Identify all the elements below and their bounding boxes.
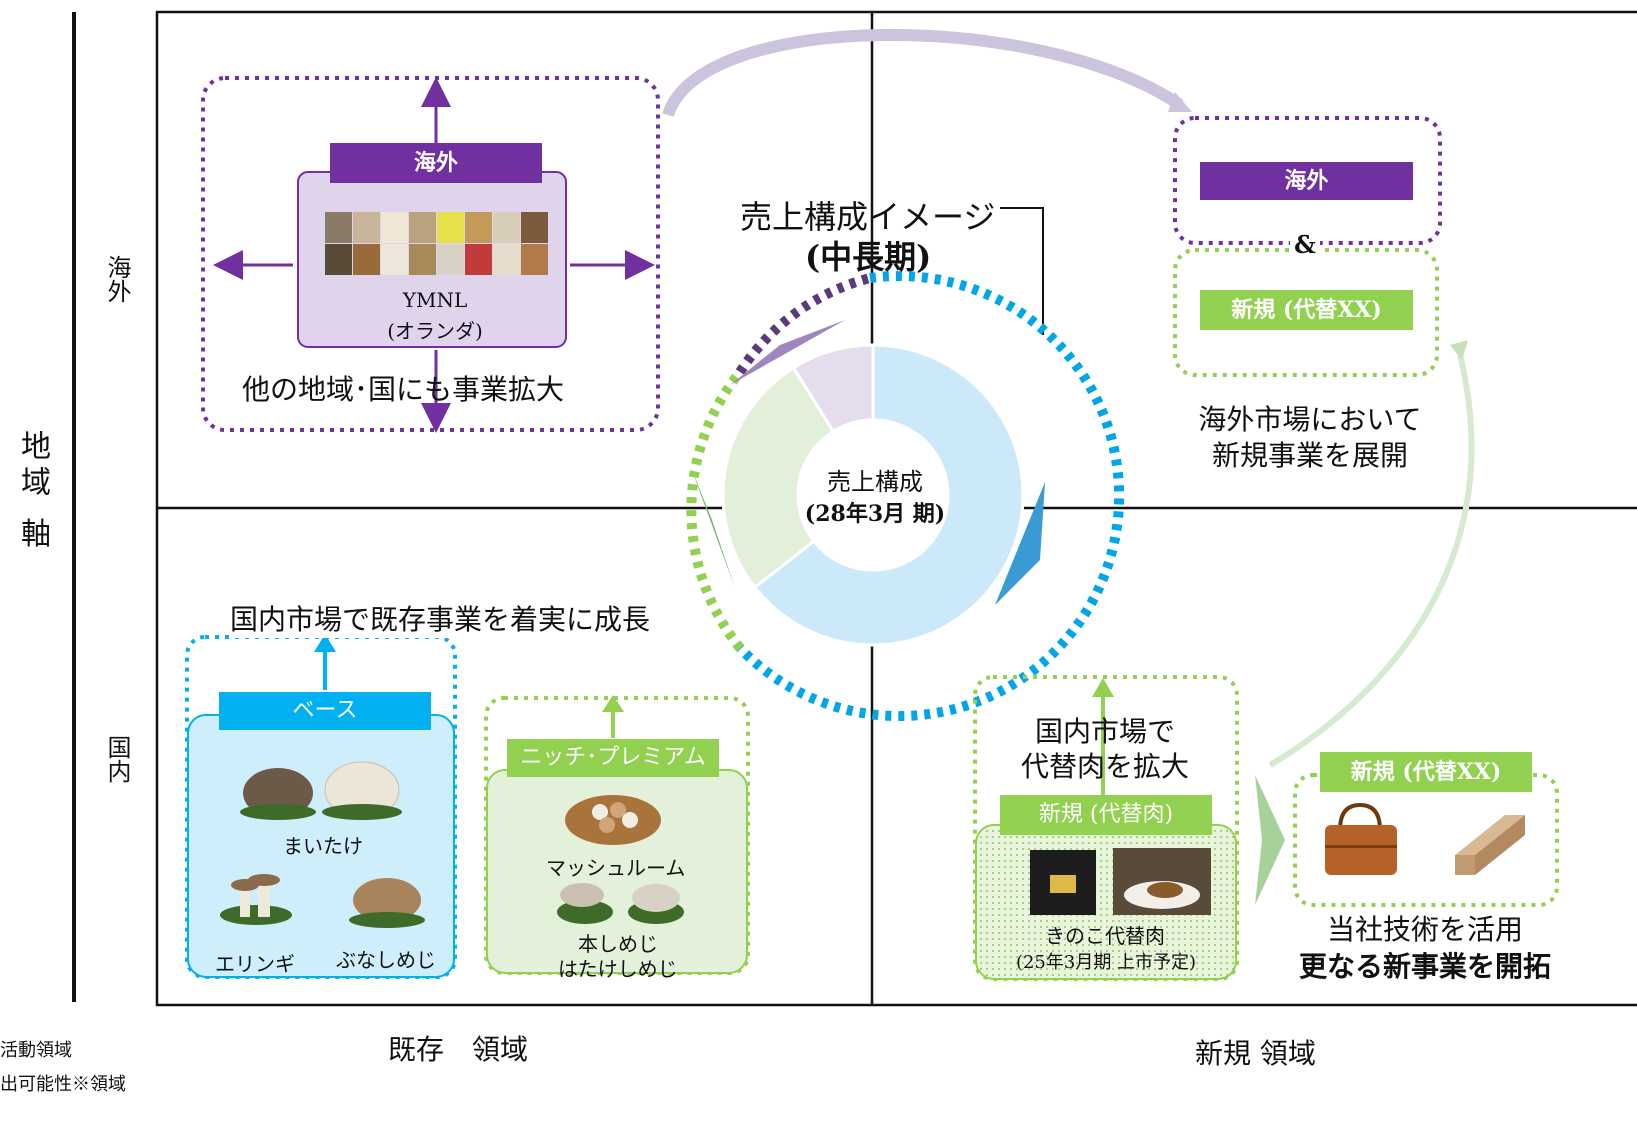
collage-tile <box>381 244 408 275</box>
ymnl-country: (オランダ) <box>387 319 483 343</box>
collage-tile <box>521 212 548 243</box>
expand-caption: 他の地域･国にも事業拡大 <box>242 373 565 406</box>
new-xx-label-tr: 新規 (代替XX) <box>1200 290 1413 330</box>
collage-tile <box>493 244 520 275</box>
collage-tile <box>465 244 492 275</box>
sales-donut <box>721 343 1025 647</box>
center-title-2: (中長期) <box>805 238 932 276</box>
curved-arrow-right <box>1268 354 1475 768</box>
collage-tile <box>465 212 492 243</box>
collage-tile <box>521 244 548 275</box>
overseas-label-tr: 海外 <box>1200 162 1413 200</box>
x-axis-new-label: 新規 領域 <box>1195 1037 1316 1070</box>
legend-potential: 出可能性※領域 <box>0 1074 126 1095</box>
collage-tile <box>409 212 436 243</box>
overseas-new-purple-box <box>1173 116 1442 245</box>
x-axis-existing-label: 既存 領域 <box>388 1033 529 1066</box>
mushroom-label: マッシュルーム <box>546 856 686 880</box>
overseas-label-tl: 海外 <box>330 143 542 183</box>
hatakeshimeji-label: はたけしめじ <box>558 957 678 981</box>
maitake-label: まいたけ <box>283 834 363 858</box>
tech-caption-2: 更なる新事業を開拓 <box>1298 950 1551 983</box>
collage-tile <box>325 212 352 243</box>
overseas-new-caption-1: 海外市場において <box>1198 403 1422 436</box>
new-xx-label-br: 新規 (代替XX) <box>1320 752 1532 792</box>
collage-tile <box>325 244 352 275</box>
collage-tile <box>409 244 436 275</box>
wood-icon <box>1455 815 1525 875</box>
collage-tile <box>437 212 464 243</box>
y-axis-line <box>72 12 76 1002</box>
niche-label: ニッチ･プレミアム <box>507 739 719 777</box>
collage-tile <box>381 212 408 243</box>
product-label: きのこ代替肉 <box>1045 924 1165 948</box>
base-label: ベース <box>219 692 431 730</box>
y-axis-top-label: 海外 <box>103 255 131 303</box>
donut-label-2: (28年3月 期) <box>804 501 946 527</box>
ymnl-company: YMNL <box>402 288 468 312</box>
meat-caption-1: 国内市場で <box>1034 715 1175 748</box>
collage-tile <box>493 212 520 243</box>
domestic-caption: 国内市場で既存事業を着実に成長 <box>230 598 651 638</box>
collage-tile <box>437 244 464 275</box>
y-axis-bottom-label: 国内 <box>103 735 131 783</box>
tech-caption-1: 当社技術を活用 <box>1326 913 1523 946</box>
meat-label: 新規 (代替肉) <box>1000 795 1212 835</box>
meat-caption-2: 代替肉を拡大 <box>1020 750 1189 783</box>
curved-arrow-top <box>662 28 1184 118</box>
legend-activity: 活動領域 <box>0 1040 72 1061</box>
overseas-new-caption-2: 新規事業を展開 <box>1211 439 1408 472</box>
donut-label-1: 売上構成 <box>827 468 923 496</box>
mushroom-photos <box>220 212 1211 928</box>
bag-icon <box>1325 802 1397 875</box>
ampersand: & <box>1290 230 1320 259</box>
y-axis-title: 地域 軸 <box>15 430 50 554</box>
eringi-label: エリンギ <box>215 952 295 976</box>
honshimeji-label: 本しめじ <box>578 932 658 956</box>
center-title-1: 売上構成イメージ <box>740 198 996 236</box>
launch-label: (25年3月期 上市予定) <box>1015 952 1197 973</box>
collage-tile <box>353 212 380 243</box>
bunashimeji-label: ぶなしめじ <box>336 948 436 972</box>
chevron-arrow <box>1255 775 1285 905</box>
collage-tile <box>353 244 380 275</box>
